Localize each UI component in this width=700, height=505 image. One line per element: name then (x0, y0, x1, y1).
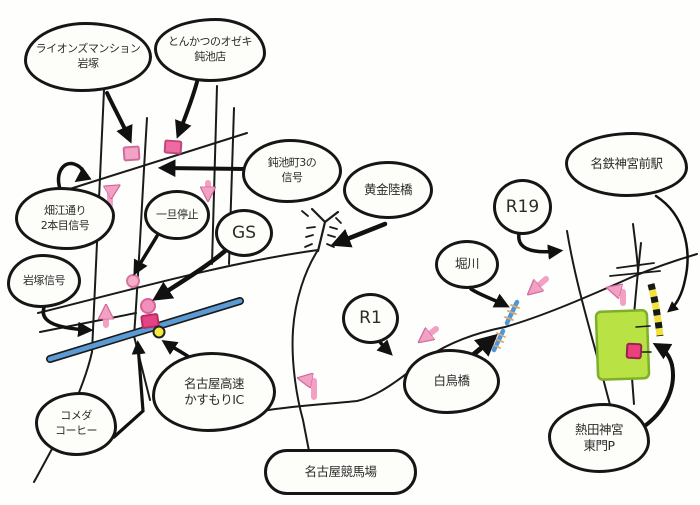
label-hatae-dori-signal: 畑江通り 2本目信号 (15, 187, 115, 250)
route-arrow-turn-left-station (612, 289, 626, 306)
label-kogane-overpass: 黄金陸橋 (343, 161, 433, 219)
label-shiratori-bridge: 白鳥橋 (403, 349, 500, 414)
expressway-line (47, 298, 243, 362)
east-gate-marker (625, 342, 643, 360)
label-text: 黄金陸橋 (363, 181, 413, 197)
label-text: かすもりIC (184, 392, 244, 407)
pointer-komeda (112, 340, 146, 439)
label-text: 名古屋高速 (183, 375, 245, 391)
overpass-hatching (301, 210, 342, 248)
label-text: R19 (505, 196, 540, 217)
pointer-r19 (517, 232, 564, 260)
label-text: 岩塚 (77, 57, 100, 70)
pointer-hatae (56, 161, 92, 191)
label-horikawa-river: 堀川 (435, 240, 499, 289)
label-text: コメダ (60, 409, 92, 423)
atsuta-shrine-area (594, 309, 652, 381)
pointer-gs (152, 248, 228, 301)
ozeki-marker (163, 139, 183, 155)
pointer-r1 (376, 339, 393, 356)
label-text: 熱田神宮 (574, 421, 624, 437)
gs-corner-dot (140, 298, 156, 314)
label-route-1: R1 (342, 293, 399, 344)
pointer-atsuta-gate (644, 342, 675, 427)
road-diagonal-north (56, 132, 248, 194)
route-arrow-west-horikawa (532, 276, 549, 291)
route-arrow-turn-right-north (110, 188, 115, 208)
corner-building-marker (140, 313, 160, 329)
route-arrow-turn-left-racecourse (303, 379, 317, 400)
label-tonkatsu-ozeki: とんかつのオゼキ 鈍池店 (154, 18, 266, 82)
pointer-iwatsuka-signal (41, 303, 94, 338)
landmark-markers (122, 139, 183, 339)
lions-mansion-marker (122, 145, 141, 162)
label-text: ライオンズマンション (35, 42, 141, 56)
junction-y (310, 207, 340, 253)
label-meitetsu-jingumae-station: 名鉄神宮前駅 (565, 132, 688, 197)
road-to-racecourse (291, 249, 319, 452)
route-arrows (106, 180, 626, 400)
pointer-horikawa (469, 287, 510, 308)
label-nagoya-expressway-kasumori-ic: 名古屋高速 かすもりIC (152, 352, 276, 432)
bridge-hatching (491, 304, 520, 349)
railway-line-north (632, 223, 639, 271)
label-text: 鈍池店 (194, 50, 226, 63)
route-arrow-west-r1 (423, 326, 439, 339)
label-text: 東門P (583, 438, 615, 453)
jingumae-crossing (609, 223, 661, 277)
road-vertical-east-1 (211, 85, 218, 265)
label-text: 白鳥橋 (433, 373, 470, 389)
label-text: とんかつのオゼキ (168, 35, 253, 49)
gate-ticks (635, 325, 652, 353)
label-text: 一旦停止 (156, 207, 199, 221)
label-iwatsuka-signal: 岩塚信号 (7, 254, 81, 308)
label-komeda-coffee: コメダ コーヒー (35, 392, 117, 456)
label-text: 2本目信号 (40, 218, 90, 232)
label-doike-cho-3-signal: 鈍池町3の 信号 (242, 139, 342, 203)
label-text: 名鉄神宮前駅 (590, 156, 663, 172)
pointer-lions (105, 91, 133, 144)
road-vertical-center (132, 117, 151, 401)
label-text: コーヒー (55, 424, 98, 437)
pointer-ittan (133, 234, 159, 276)
pointer-kasumori-ic (161, 340, 191, 359)
road-hatae-dori (37, 249, 319, 314)
pointer-kogane (330, 221, 388, 248)
label-stop-sign: 一旦停止 (144, 190, 210, 240)
label-text: GS (232, 222, 256, 243)
label-route-19: R19 (493, 179, 552, 235)
railway-black-stripes (647, 283, 664, 337)
label-text: 鈍池町3の (267, 156, 317, 170)
kasumori-ic-dot (152, 325, 166, 339)
level-crossing-ticks (609, 262, 661, 277)
pointer-ozeki (175, 80, 199, 139)
road-main-east (261, 253, 698, 412)
pointer-doike-signal (157, 159, 248, 177)
kogane-overpass-junction (301, 207, 342, 253)
label-text: R1 (359, 308, 382, 329)
label-gas-station: GS (215, 209, 273, 257)
label-text: 信号 (281, 171, 304, 184)
label-atsuta-shrine-east-gate: 熱田神宮 東門P (548, 403, 650, 473)
label-text: 岩塚信号 (23, 273, 66, 287)
pointer-meitetsu (654, 194, 689, 313)
label-lions-mansion-iwatsuka: ライオンズマンション 岩塚 (24, 22, 152, 92)
label-text: 畑江通り (44, 203, 87, 217)
label-text: 名古屋競馬場 (304, 463, 377, 479)
label-nagoya-racecourse: 名古屋競馬場 (264, 449, 417, 495)
stop-point-dot (126, 274, 140, 288)
expressway (46, 297, 244, 363)
meitetsu-railway (647, 283, 664, 337)
label-text: 堀川 (454, 256, 480, 272)
